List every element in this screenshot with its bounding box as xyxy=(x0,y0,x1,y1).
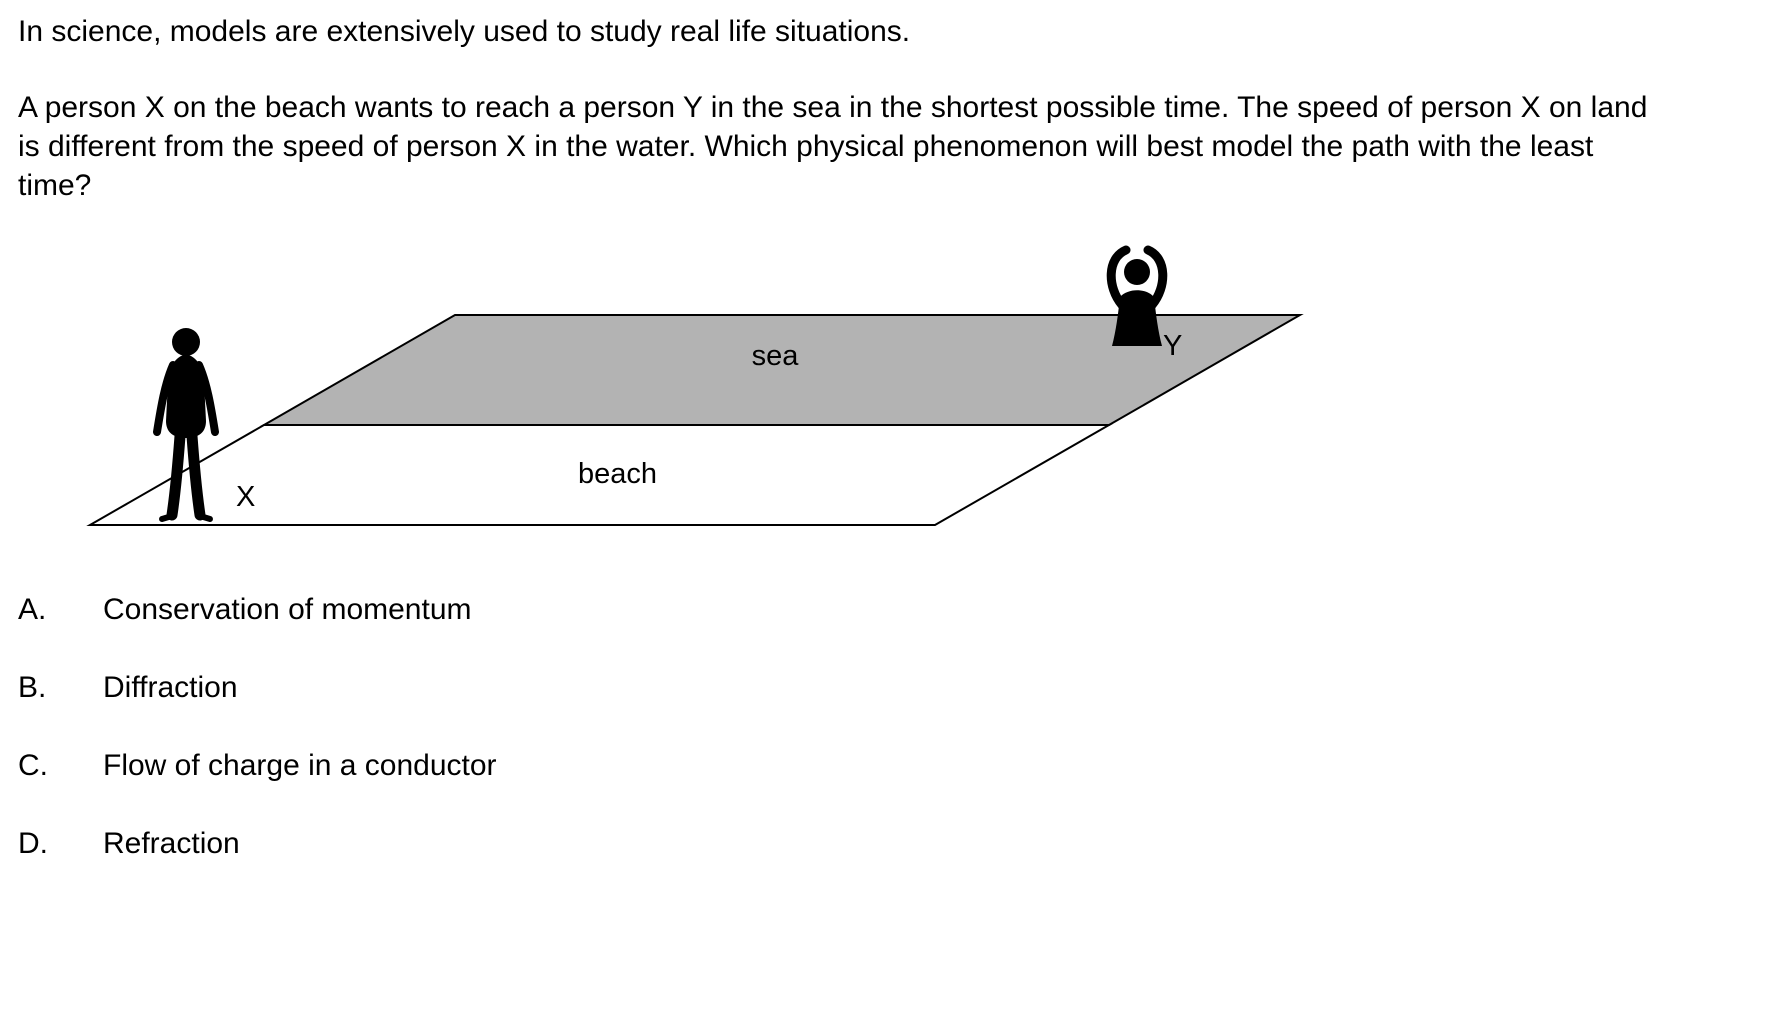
answer-options: A. Conservation of momentum B. Diffracti… xyxy=(18,590,497,902)
question-text: A person X on the beach wants to reach a… xyxy=(18,91,1656,202)
person-y-silhouette xyxy=(1106,245,1168,346)
person-x-label: X xyxy=(236,481,255,513)
option-text: Diffraction xyxy=(103,671,238,704)
person-x-silhouette xyxy=(153,328,219,522)
option-row-d: D. Refraction xyxy=(18,824,497,864)
beach-sea-diagram: sea beach X Y xyxy=(86,245,1304,526)
person-y-label: Y xyxy=(1163,330,1182,362)
intro-text: In science, models are extensively used … xyxy=(18,15,911,48)
option-letter: D. xyxy=(18,827,48,860)
option-row-c: C. Flow of charge in a conductor xyxy=(18,746,497,786)
sea-label: sea xyxy=(752,340,800,372)
option-row-a: A. Conservation of momentum xyxy=(18,590,497,630)
option-letter: B. xyxy=(18,671,47,704)
option-text: Conservation of momentum xyxy=(103,593,472,626)
option-text: Flow of charge in a conductor xyxy=(103,749,497,782)
option-letter: C. xyxy=(18,749,48,782)
option-text: Refraction xyxy=(103,827,240,860)
option-letter: A. xyxy=(18,593,47,626)
option-row-b: B. Diffraction xyxy=(18,668,497,708)
beach-label: beach xyxy=(578,458,657,490)
beach-region xyxy=(86,424,1113,526)
